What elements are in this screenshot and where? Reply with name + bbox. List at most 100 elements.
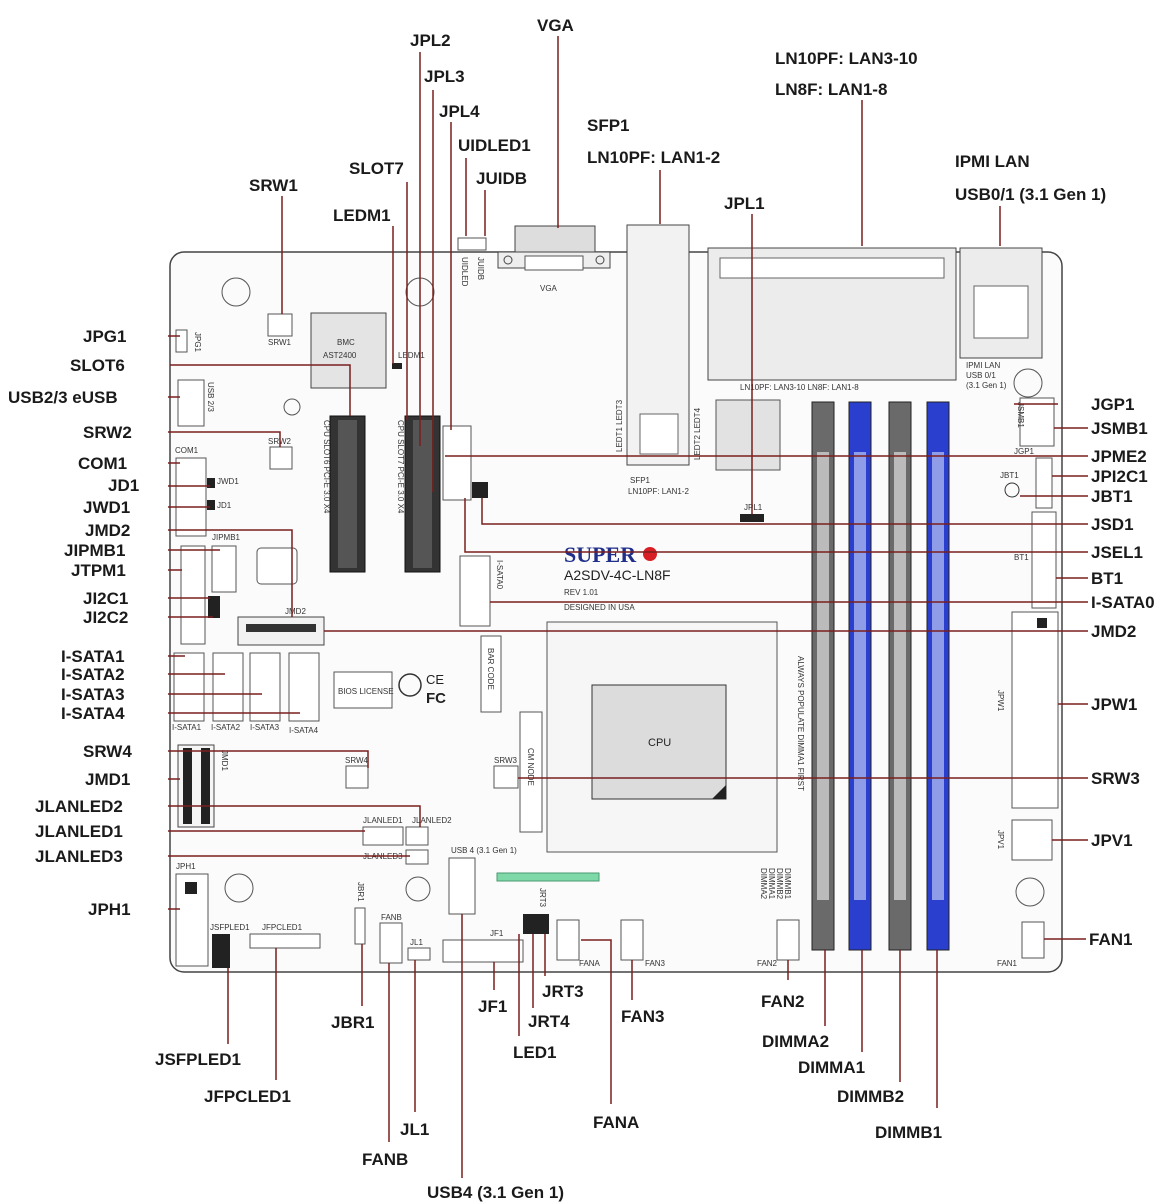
srw1-silk: SRW1 — [268, 338, 292, 347]
com1-silk: COM1 — [175, 446, 199, 455]
fan1-header — [1021, 921, 1045, 959]
fana-silk: FANA — [579, 959, 601, 968]
isata3-silk: I-SATA3 — [250, 723, 280, 732]
callout-jlanled2: JLANLED2 — [35, 797, 123, 816]
callout-isata2: I-SATA2 — [61, 665, 125, 684]
jpi2c1-header — [1035, 457, 1053, 509]
fan1-silk: FAN1 — [997, 959, 1018, 968]
barcode-silk: BAR CODE — [486, 648, 495, 690]
callout-vga: VGA — [537, 16, 574, 35]
jipmb1-header — [211, 545, 237, 593]
callout-bt1: BT1 — [1091, 569, 1123, 588]
usb23-header — [177, 379, 205, 427]
callout-isata4: I-SATA4 — [61, 704, 125, 723]
callout-jl1: JL1 — [400, 1120, 429, 1139]
leader-lines — [168, 36, 1088, 1178]
isata2-silk: I-SATA2 — [211, 723, 241, 732]
heatsink-pad — [715, 399, 781, 471]
uidled-silk: UIDLED — [460, 257, 469, 287]
callout-jrt3: JRT3 — [542, 982, 584, 1001]
jfpcled1-silk: JFPCLED1 — [262, 923, 303, 932]
callout-jrt4: JRT4 — [528, 1012, 570, 1031]
bmc-line1: BMC — [337, 338, 355, 347]
led-strip — [496, 872, 600, 882]
fan2-silk: FAN2 — [757, 959, 778, 968]
jf1-silk: JF1 — [490, 929, 504, 938]
jpw1-silk: JPW1 — [996, 690, 1005, 712]
barcode-sticker — [480, 635, 502, 713]
fan3-silk: FAN3 — [645, 959, 666, 968]
jbr1-silk: JBR1 — [356, 882, 365, 902]
vga-connector: VGA — [497, 225, 611, 293]
srw1-pad — [267, 313, 293, 337]
callout-jtpm1: JTPM1 — [71, 561, 126, 580]
callout-ji2c1: JI2C1 — [83, 589, 128, 608]
isata0-silk: I-SATA0 — [495, 560, 504, 590]
callout-jbr1: JBR1 — [331, 1013, 374, 1032]
jwd1-silk: JWD1 — [217, 477, 239, 486]
lan-silk: LN10PF: LAN3-10 LN8F: LAN1-8 — [740, 383, 859, 392]
callout-jlanled3: JLANLED3 — [35, 847, 123, 866]
callout-lan-a: LN10PF: LAN3-10 — [775, 49, 918, 68]
callout-labels: VGA JPL2 JPL3 JPL4 UIDLED1 JUIDB SLOT7 L… — [8, 16, 1155, 1202]
callout-isata1: I-SATA1 — [61, 647, 125, 666]
srw2-pad — [269, 446, 293, 470]
ledm1-led — [392, 363, 402, 369]
vga-silk: VGA — [540, 284, 558, 293]
sfp1-silk: SFP1 — [630, 476, 651, 485]
slot6-silk: CPU SLOT6 PCI-E 3.0 X4 — [322, 420, 331, 514]
callout-jsfpled1: JSFPLED1 — [155, 1050, 241, 1069]
pcb-board — [169, 251, 1063, 973]
callout-dimma2: DIMMA2 — [762, 1032, 829, 1051]
callout-usb4: USB4 (3.1 Gen 1) — [427, 1183, 564, 1202]
ledm1-silk: LEDM1 — [398, 351, 425, 360]
lan-rj45-block: LN10PF: LAN3-10 LN8F: LAN1-8 — [707, 247, 957, 392]
callout-dimma1: DIMMA1 — [798, 1058, 865, 1077]
bmc-chip: BMC AST2400 — [310, 312, 387, 389]
jmd2-silk: JMD2 — [285, 607, 306, 616]
callout-jmd2-right: JMD2 — [1091, 622, 1136, 641]
callout-jmd1: JMD1 — [85, 770, 130, 789]
pcie-slot7: CPU SLOT7 PCI-E 3.0 X4 — [396, 415, 441, 573]
srw3-silk: SRW3 — [494, 756, 518, 765]
cpu-package: CPU — [546, 621, 778, 853]
jpv1-silk: JPV1 — [996, 830, 1005, 850]
jpl1-silk: JPL1 — [744, 503, 763, 512]
fan3-header — [620, 919, 644, 961]
jipmb1-silk: JIPMB1 — [212, 533, 241, 542]
fanb-header — [379, 922, 403, 964]
callout-uidled1: UIDLED1 — [458, 136, 531, 155]
callout-jpl4: JPL4 — [439, 102, 480, 121]
jmd1-silk: JMD1 — [220, 750, 229, 771]
srw4-pad — [345, 765, 369, 789]
jrt-headers — [523, 914, 549, 934]
callout-lan-b: LN8F: LAN1-8 — [775, 80, 887, 99]
designed-text: DESIGNED IN USA — [564, 603, 635, 612]
ledt2-silk: LEDT2 LEDT4 — [693, 407, 702, 460]
callout-jmd2-left: JMD2 — [85, 521, 130, 540]
callout-jfpcled1: JFPCLED1 — [204, 1087, 291, 1106]
pcie-slot6: CPU SLOT6 PCI-E 3.0 X4 — [322, 415, 366, 573]
jmd1-m2-slot: JMD1 — [177, 744, 229, 828]
callout-jsel1: JSEL1 — [1091, 543, 1143, 562]
isata4-silk: I-SATA4 — [289, 726, 319, 735]
callout-usb01: USB0/1 (3.1 Gen 1) — [955, 185, 1106, 204]
jsmb1-silk: JSMB1 — [1016, 402, 1025, 428]
ledt1-silk: LEDT1 LEDT3 — [615, 399, 624, 452]
callout-dimmb2: DIMMB2 — [837, 1087, 904, 1106]
cm-node-area — [519, 711, 543, 833]
bios-license-sticker — [333, 671, 393, 709]
jph1-silk: JPH1 — [176, 862, 196, 871]
jd1-header — [207, 500, 215, 510]
callout-fan1: FAN1 — [1089, 930, 1132, 949]
recycle-icon — [398, 673, 422, 697]
fana-header — [556, 919, 580, 961]
jsfpled1-header — [212, 934, 230, 968]
dimm-slots: ALWAYS POPULATE DIMMA1 FIRST DIMMB1 DIMM… — [759, 401, 950, 951]
callout-ledm1: LEDM1 — [333, 206, 391, 225]
callout-srw2: SRW2 — [83, 423, 132, 442]
callout-usb23: USB2/3 eUSB — [8, 388, 118, 407]
jbt1-jumper — [1004, 482, 1020, 498]
jpg1-silk: JPG1 — [193, 332, 202, 353]
